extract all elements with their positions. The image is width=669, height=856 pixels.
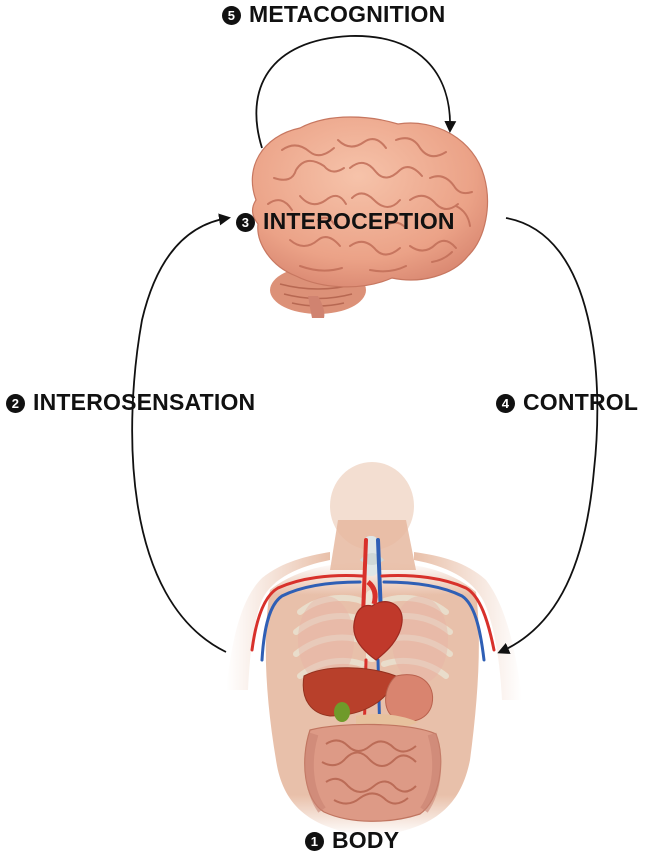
step-number-badge: 5 — [222, 6, 241, 25]
human-body-anatomy-illustration — [226, 462, 522, 836]
metacognition-arrow — [255, 35, 457, 149]
control-arrow — [497, 217, 599, 654]
control-label: 4 CONTROL — [496, 391, 638, 414]
interoception-label: 3 INTEROCEPTION — [236, 210, 455, 233]
interosensation-text: INTEROSENSATION — [33, 389, 256, 415]
body-text: BODY — [332, 827, 400, 853]
step-number-badge: 3 — [236, 213, 255, 232]
body-label: 1 BODY — [305, 829, 399, 852]
interoception-text: INTEROCEPTION — [263, 208, 455, 234]
step-number-badge: 2 — [6, 394, 25, 413]
interosensation-label: 2 INTEROSENSATION — [6, 391, 255, 414]
control-text: CONTROL — [523, 389, 639, 415]
diagram-arrows — [131, 35, 599, 654]
intestines — [304, 723, 442, 822]
metacognition-text: METACOGNITION — [249, 1, 446, 27]
step-number-badge: 1 — [305, 832, 324, 851]
brain-illustration — [251, 116, 489, 318]
interosensation-arrow — [131, 213, 231, 653]
metacognition-label: 5 METACOGNITION — [222, 3, 445, 26]
step-number-badge: 4 — [496, 394, 515, 413]
